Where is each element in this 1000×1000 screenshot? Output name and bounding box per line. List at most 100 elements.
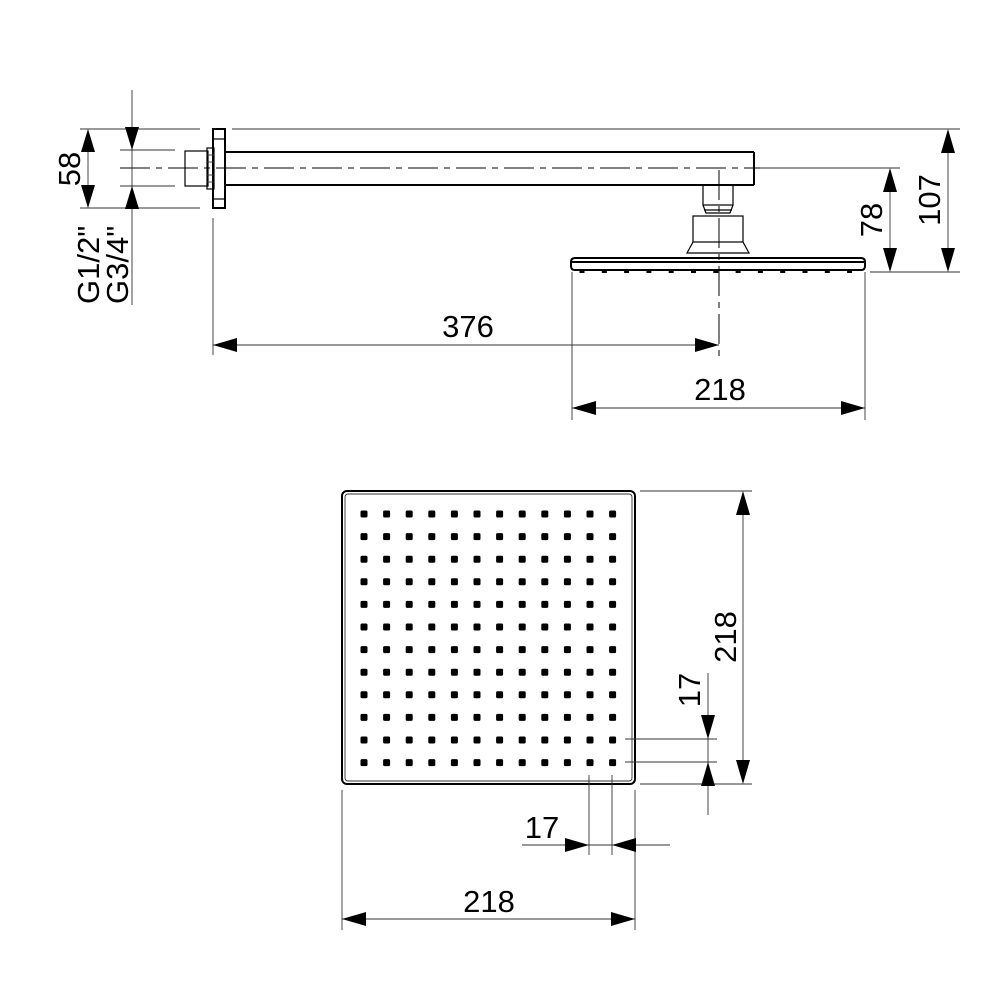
- nozzle-dot: [473, 713, 481, 721]
- nozzle-dot: [360, 668, 368, 676]
- nozzle-dot: [428, 691, 436, 699]
- nozzle-dot: [450, 691, 458, 699]
- nozzle-dot: [541, 759, 549, 767]
- nozzle-dot: [360, 759, 368, 767]
- nozzle-dot: [586, 736, 594, 744]
- nozzle-dot: [428, 533, 436, 541]
- nozzle-dot: [428, 759, 436, 767]
- nozzle-dot: [405, 510, 413, 518]
- nozzle-dot: [609, 600, 617, 608]
- nozzle-dot: [563, 510, 571, 518]
- nozzle-dot: [586, 691, 594, 699]
- nozzle-bump: [824, 270, 830, 273]
- nozzle-dot: [473, 691, 481, 699]
- nozzle-bump: [691, 270, 696, 273]
- nozzle-dot: [473, 759, 481, 767]
- nozzle-dot: [450, 510, 458, 518]
- nozzle-dot: [450, 668, 458, 676]
- nozzle-bump: [713, 270, 719, 273]
- nozzle-dot: [428, 668, 436, 676]
- shower-head-side: [570, 257, 866, 273]
- nozzle-dot: [428, 600, 436, 608]
- nozzle-dot: [496, 578, 504, 586]
- nozzle-dot: [496, 555, 504, 563]
- dim-projection: 376: [442, 309, 494, 344]
- nozzle-dot: [360, 646, 368, 654]
- nozzle-dot: [586, 600, 594, 608]
- nozzle-dot: [496, 759, 504, 767]
- dim-head-width-side: 218: [694, 372, 746, 407]
- nozzle-dot: [541, 533, 549, 541]
- nozzle-dot: [541, 668, 549, 676]
- nozzle-dot: [383, 691, 391, 699]
- nozzle-dot: [383, 646, 391, 654]
- nozzle-dot: [563, 623, 571, 631]
- nozzle-bump: [735, 270, 741, 273]
- nozzle-dot: [360, 578, 368, 586]
- nozzle-dot: [405, 691, 413, 699]
- nozzle-dot: [518, 533, 526, 541]
- nozzle-dot: [428, 713, 436, 721]
- nozzle-dot: [609, 623, 617, 631]
- dim-total-height: 107: [912, 174, 947, 226]
- nozzle-dot: [541, 623, 549, 631]
- dim-pitch-y: 17: [672, 673, 707, 707]
- nozzle-dot: [586, 668, 594, 676]
- nozzle-dot: [586, 713, 594, 721]
- nozzle-dot: [473, 510, 481, 518]
- nozzle-bump: [601, 270, 607, 273]
- nozzle-dot: [383, 600, 391, 608]
- nozzle-dot: [405, 600, 413, 608]
- nozzle-dot: [563, 668, 571, 676]
- nozzle-dot: [609, 736, 617, 744]
- nozzle-dot: [563, 759, 571, 767]
- nozzle-dot: [518, 668, 526, 676]
- nozzle-dot: [383, 578, 391, 586]
- nozzle-dot: [496, 646, 504, 654]
- nozzle-dot: [405, 736, 413, 744]
- nozzle-dot: [609, 713, 617, 721]
- nozzle-dot: [405, 646, 413, 654]
- nozzle-dot: [518, 691, 526, 699]
- nozzle-bump: [847, 270, 853, 273]
- nozzle-dot: [563, 600, 571, 608]
- nozzle-dot: [518, 713, 526, 721]
- nozzle-dot: [496, 533, 504, 541]
- nozzle-dot: [541, 510, 549, 518]
- nozzle-bump: [579, 270, 585, 273]
- nozzle-dot: [473, 600, 481, 608]
- nozzle-dot: [383, 668, 391, 676]
- nozzle-dot: [450, 533, 458, 541]
- nozzle-dot: [586, 646, 594, 654]
- nozzle-dot: [563, 736, 571, 744]
- nozzle-dot: [563, 713, 571, 721]
- nozzle-dot: [428, 736, 436, 744]
- nozzle-dot: [450, 600, 458, 608]
- nozzle-dot: [496, 510, 504, 518]
- nozzle-dot: [563, 578, 571, 586]
- nozzle-dot: [360, 510, 368, 518]
- nozzle-dot: [405, 668, 413, 676]
- nozzle-dot: [496, 713, 504, 721]
- nozzle-dot: [473, 736, 481, 744]
- nozzle-dot: [360, 736, 368, 744]
- nozzle-dot: [428, 510, 436, 518]
- nozzle-dot: [586, 533, 594, 541]
- nozzle-dot: [609, 555, 617, 563]
- nozzle-dot: [496, 691, 504, 699]
- nozzle-dot: [383, 713, 391, 721]
- nozzle-dot: [360, 533, 368, 541]
- nozzle-dot: [405, 555, 413, 563]
- nozzle-dot: [383, 510, 391, 518]
- dim-head-drop: 78: [854, 203, 889, 237]
- nozzle-dot: [586, 510, 594, 518]
- nozzle-dot: [450, 555, 458, 563]
- nozzle-dot: [541, 600, 549, 608]
- side-view: 58 G1/2" G3/4" 78 107 376 218: [52, 90, 960, 420]
- nozzle-dot: [609, 691, 617, 699]
- nozzle-dot: [586, 578, 594, 586]
- nozzle-dot: [541, 646, 549, 654]
- nozzle-dot: [360, 555, 368, 563]
- dim-pitch-x: 17: [525, 810, 559, 845]
- nozzle-bump: [780, 270, 786, 273]
